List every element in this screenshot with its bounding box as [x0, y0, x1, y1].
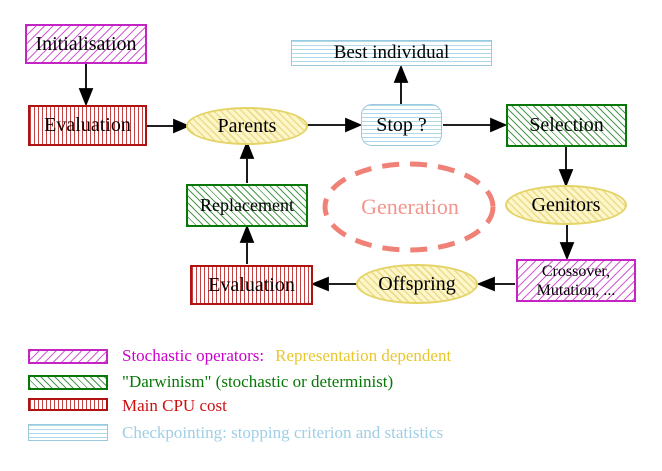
- legend-label-checkpointing: Checkpointing: stopping criterion and st…: [122, 423, 444, 442]
- arrowhead: [310, 276, 329, 292]
- legend-label-representation-dependent: Representation dependent: [275, 346, 452, 365]
- arrowhead: [476, 276, 495, 292]
- legend-swatch-darwinism: [28, 375, 108, 390]
- generation-dashed-ellipse: [322, 161, 496, 253]
- node-best-individual: Best individual: [291, 40, 492, 66]
- arrowhead: [490, 117, 508, 133]
- node-offspring: Offspring: [356, 264, 478, 304]
- legend-swatch-stochastic-operators: [28, 349, 108, 364]
- node-parents: Parents: [186, 107, 308, 145]
- node-selection-label: Selection: [529, 114, 604, 136]
- node-replacement: Replacement: [186, 184, 308, 227]
- node-stop-label: Stop ?: [376, 113, 427, 136]
- legend-swatch-checkpointing: [28, 424, 108, 441]
- legend-label-stochastic-operators-text: Stochastic operators:: [122, 346, 265, 365]
- arrowhead: [239, 224, 255, 243]
- node-initialisation: Initialisation: [25, 24, 147, 64]
- node-stop: Stop ?: [361, 104, 442, 146]
- arrowhead: [78, 88, 94, 107]
- arrowhead: [173, 118, 191, 134]
- node-initialisation-label: Initialisation: [35, 32, 137, 55]
- node-genitors: Genitors: [505, 185, 627, 225]
- node-evaluation-bottom: Evaluation: [190, 265, 313, 305]
- node-generation-label: Generation: [361, 194, 459, 219]
- arrowhead: [558, 169, 574, 188]
- arrowhead: [239, 140, 255, 159]
- node-evaluation-bottom-label: Evaluation: [208, 273, 295, 296]
- legend-label-stochastic-operators: Stochastic operators: Representation depe…: [122, 347, 451, 364]
- node-parents-label: Parents: [217, 114, 277, 137]
- node-genitors-label: Genitors: [531, 193, 601, 216]
- arrowhead: [393, 64, 409, 83]
- arrowhead: [559, 242, 575, 261]
- node-offspring-label: Offspring: [378, 272, 456, 295]
- legend-label-main-cpu-cost: Main CPU cost: [122, 396, 227, 415]
- node-evaluation-top-label: Evaluation: [44, 114, 131, 136]
- legend-swatch-main-cpu-cost: [28, 398, 108, 411]
- node-best-individual-label: Best individual: [333, 42, 450, 63]
- node-evaluation-top: Evaluation: [28, 105, 147, 146]
- legend-label-darwinism: "Darwinism" (stochastic or determinist): [122, 372, 394, 391]
- node-crossover-mutation: Crossover, Mutation, ...: [516, 259, 636, 302]
- node-replacement-label: Replacement: [200, 195, 294, 215]
- node-crossover-line2: Mutation, ...: [536, 281, 616, 299]
- node-selection: Selection: [506, 104, 627, 147]
- arrowhead: [345, 117, 363, 133]
- node-crossover-line1: Crossover,: [541, 262, 611, 280]
